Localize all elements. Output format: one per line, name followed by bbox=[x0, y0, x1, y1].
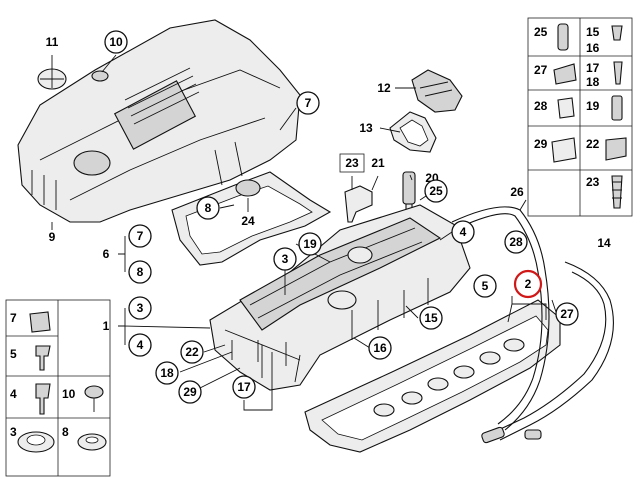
callout-8b: 8 bbox=[128, 260, 152, 284]
cover-grommet bbox=[91, 70, 109, 82]
svg-text:1: 1 bbox=[103, 319, 110, 333]
svg-text:3: 3 bbox=[282, 252, 289, 266]
vent-pipe bbox=[481, 261, 614, 444]
legend-27: 27 bbox=[534, 63, 548, 77]
callout-12: 12 bbox=[377, 81, 391, 95]
engine-cover bbox=[17, 19, 301, 223]
svg-text:11: 11 bbox=[46, 35, 59, 49]
callout-9: 9 bbox=[49, 230, 56, 244]
svg-text:16: 16 bbox=[373, 341, 387, 355]
svg-text:27: 27 bbox=[560, 307, 574, 321]
svg-text:22: 22 bbox=[185, 345, 199, 359]
callout-26: 26 bbox=[510, 185, 524, 199]
legend-28: 28 bbox=[534, 99, 548, 113]
legend-29: 29 bbox=[534, 137, 548, 151]
callout-25: 25 bbox=[424, 179, 448, 203]
callout-7b: 7 bbox=[128, 224, 152, 248]
legend-left: 7 5 4 10 3 8 bbox=[5, 299, 111, 477]
callout-5: 5 bbox=[473, 274, 497, 298]
callout-3b: 3 bbox=[128, 296, 152, 320]
callout-14: 14 bbox=[597, 236, 611, 250]
callout-16: 16 bbox=[368, 336, 392, 360]
callout-4: 4 bbox=[451, 220, 475, 244]
legend-7: 7 bbox=[10, 311, 17, 325]
svg-text:3: 3 bbox=[137, 301, 144, 315]
legend-19: 19 bbox=[586, 99, 600, 113]
svg-text:21: 21 bbox=[371, 156, 385, 170]
legend-18: 18 bbox=[586, 75, 600, 89]
svg-text:26: 26 bbox=[510, 185, 524, 199]
callout-11: 11 bbox=[46, 35, 59, 49]
cover-cap bbox=[37, 68, 67, 90]
legend-25: 25 bbox=[534, 25, 548, 39]
svg-text:10: 10 bbox=[109, 35, 123, 49]
cover-gasket bbox=[171, 171, 332, 266]
legend-23: 23 bbox=[586, 175, 600, 189]
bracket bbox=[344, 185, 373, 223]
callout-4b: 4 bbox=[128, 333, 152, 357]
callout-2-highlighted: 2 bbox=[513, 269, 543, 299]
svg-text:8: 8 bbox=[137, 265, 144, 279]
callout-8: 8 bbox=[196, 196, 220, 220]
callout-23: 23 bbox=[339, 153, 365, 173]
cover-bolts bbox=[257, 340, 287, 372]
legend-22: 22 bbox=[586, 137, 600, 151]
legend-4: 4 bbox=[10, 387, 17, 401]
callout-21: 21 bbox=[371, 156, 385, 170]
valve-cover bbox=[209, 204, 471, 391]
callout-27: 27 bbox=[555, 302, 579, 326]
svg-text:2: 2 bbox=[525, 277, 532, 291]
svg-text:14: 14 bbox=[597, 236, 611, 250]
callout-17: 17 bbox=[232, 375, 256, 399]
oil-cap-seal bbox=[389, 111, 437, 153]
callout-24: 24 bbox=[241, 214, 255, 228]
legend-5: 5 bbox=[10, 347, 17, 361]
svg-text:4: 4 bbox=[460, 225, 467, 239]
valve-cover-gasket bbox=[304, 299, 561, 453]
svg-text:7: 7 bbox=[305, 96, 312, 110]
callout-3: 3 bbox=[273, 247, 297, 271]
callout-6: 6 bbox=[103, 247, 110, 261]
legend-right: 25 15 16 27 17 18 28 19 29 22 23 bbox=[527, 17, 633, 217]
legend-17: 17 bbox=[586, 61, 600, 75]
callout-13: 13 bbox=[359, 121, 373, 135]
svg-text:19: 19 bbox=[303, 237, 317, 251]
svg-text:25: 25 bbox=[429, 184, 443, 198]
callout-1: 1 bbox=[103, 319, 110, 333]
svg-text:29: 29 bbox=[183, 385, 197, 399]
svg-text:18: 18 bbox=[160, 366, 174, 380]
svg-text:6: 6 bbox=[103, 247, 110, 261]
svg-text:12: 12 bbox=[377, 81, 391, 95]
svg-text:15: 15 bbox=[424, 311, 438, 325]
callout-28: 28 bbox=[504, 230, 528, 254]
rubber-plug bbox=[235, 179, 261, 197]
svg-text:4: 4 bbox=[137, 338, 144, 352]
legend-3: 3 bbox=[10, 425, 17, 439]
callout-19: 19 bbox=[298, 232, 322, 256]
callouts: 11 10 9 7 12 13 8 24 23 21 20 25 26 7 6 … bbox=[46, 30, 611, 404]
legend-16: 16 bbox=[586, 41, 600, 55]
svg-text:13: 13 bbox=[359, 121, 373, 135]
oil-filler-cap bbox=[411, 69, 463, 113]
spark-plug-seals bbox=[373, 338, 525, 417]
callout-7: 7 bbox=[296, 91, 320, 115]
callout-22: 22 bbox=[180, 340, 204, 364]
svg-text:17: 17 bbox=[237, 380, 251, 394]
svg-text:7: 7 bbox=[137, 229, 144, 243]
svg-text:9: 9 bbox=[49, 230, 56, 244]
callout-29: 29 bbox=[178, 380, 202, 404]
svg-text:8: 8 bbox=[205, 201, 212, 215]
callout-15: 15 bbox=[419, 306, 443, 330]
callout-10: 10 bbox=[104, 30, 128, 54]
legend-15: 15 bbox=[586, 25, 600, 39]
svg-text:23: 23 bbox=[345, 156, 359, 170]
svg-text:24: 24 bbox=[241, 214, 255, 228]
legend-10: 10 bbox=[62, 387, 76, 401]
legend-8: 8 bbox=[62, 425, 69, 439]
callout-18: 18 bbox=[155, 361, 179, 385]
svg-text:5: 5 bbox=[482, 279, 489, 293]
svg-text:28: 28 bbox=[509, 235, 523, 249]
